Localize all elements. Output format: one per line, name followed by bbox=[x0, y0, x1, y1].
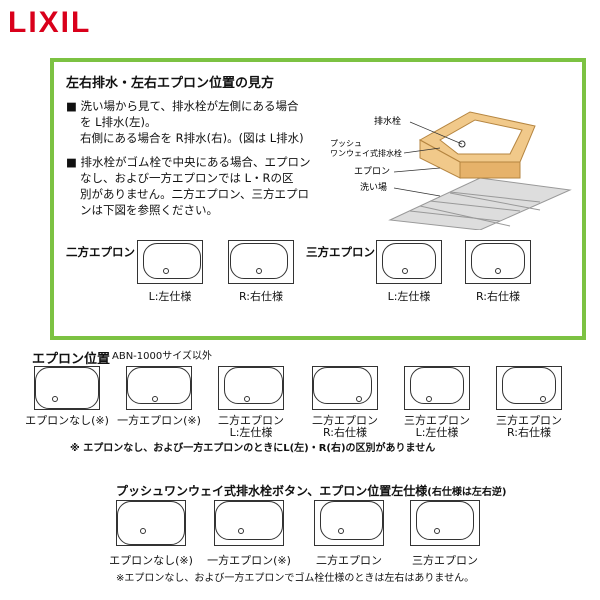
push-heading: プッシュワンウェイ式排水栓ボタン、エプロン位置左仕様(右仕様は左右逆) bbox=[116, 482, 506, 499]
position-tub-basin bbox=[313, 367, 372, 404]
label-floor: 洗い場 bbox=[360, 181, 387, 193]
bullet2-line: なし、および一方エプロンでは L・Rの区 bbox=[80, 171, 294, 185]
drain-icon bbox=[540, 396, 546, 402]
push-button-icon bbox=[434, 528, 440, 534]
drain-icon bbox=[244, 396, 250, 402]
position-tub-label: 三方エプロン bbox=[496, 414, 562, 427]
push-tub-basin bbox=[215, 501, 283, 540]
bullet1-line: を L排水(左)。 bbox=[80, 115, 157, 129]
position-tub-label: エプロンなし(※) bbox=[25, 414, 109, 427]
push-button-icon bbox=[238, 528, 244, 534]
drain-icon bbox=[426, 396, 432, 402]
push-tub-basin bbox=[320, 501, 383, 540]
label-push2: ワンウェイ式排水栓 bbox=[330, 148, 402, 158]
position-tub-basin bbox=[224, 367, 283, 404]
push-tub-basin bbox=[416, 501, 474, 540]
position-tub-spec: L:左仕様 bbox=[229, 426, 273, 439]
push-tub-label: 三方エプロン bbox=[412, 554, 478, 567]
position-heading: エプロン位置 bbox=[32, 352, 111, 367]
guide-spec-right: R:右仕様 bbox=[238, 290, 283, 303]
guide-spec-left: L:左仕様 bbox=[148, 290, 192, 303]
position-tub-label: 二方エプロン bbox=[312, 414, 378, 427]
guide-box bbox=[50, 58, 586, 340]
push-tub-label: 二方エプロン bbox=[316, 554, 382, 567]
position-tub-basin bbox=[502, 367, 556, 404]
label-push: プッシュ bbox=[330, 139, 362, 148]
guide-spec-right-3: R:右仕様 bbox=[475, 290, 520, 303]
tub-body bbox=[418, 111, 536, 179]
position-tub-basin bbox=[127, 367, 191, 404]
position-note: ※ エプロンなし、および一方エプロンのときにL(左)・R(右)の区別がありません bbox=[70, 443, 436, 454]
push-button-icon bbox=[140, 528, 146, 534]
guide-spec-left-3: L:左仕様 bbox=[387, 290, 431, 303]
guide-bullet-1: ■ 洗い場から見て、排水栓が左側にある場合 を L排水(左)。 右側にある場合を… bbox=[66, 98, 336, 146]
label-drain: 排水栓 bbox=[374, 115, 401, 127]
position-tub-spec: R:右仕様 bbox=[322, 426, 367, 439]
drain-icon bbox=[152, 396, 158, 402]
guide-title: 左右排水・左右エプロン位置の見方 bbox=[66, 76, 275, 91]
position-tub-label: 二方エプロン bbox=[218, 414, 284, 427]
bullet2-line: ■ 排水栓がゴム栓で中央にある場合、エプロン bbox=[66, 155, 311, 169]
two-apron-label: 二方エプロン bbox=[66, 245, 135, 259]
push-button-icon bbox=[338, 528, 344, 534]
three-apron-label: 三方エプロン bbox=[306, 245, 375, 259]
bullet1-line: ■ 洗い場から見て、排水栓が左側にある場合 bbox=[66, 99, 299, 113]
push-heading-main: プッシュワンウェイ式排水栓ボタン、エプロン位置左仕様 bbox=[116, 484, 428, 498]
bullet2-line: ンは下図を参照ください。 bbox=[80, 203, 218, 217]
position-tub-basin bbox=[410, 367, 464, 404]
drain-icon bbox=[52, 396, 58, 402]
position-tub-label: 三方エプロン bbox=[404, 414, 470, 427]
drain-icon bbox=[356, 396, 362, 402]
push-tub-label: 一方エプロン(※) bbox=[207, 554, 291, 567]
bullet1-line: 右側にある場合を R排水(右)。(図は L排水) bbox=[80, 131, 304, 145]
push-tub-basin bbox=[117, 501, 185, 545]
bathtub-diagram: 排水栓 プッシュ ワンウェイ式排水栓 エプロン 洗い場 bbox=[330, 111, 572, 230]
lixil-logo: LIXIL bbox=[8, 6, 92, 39]
position-subheading: ABN-1000サイズ以外 bbox=[112, 351, 212, 362]
floor-grid bbox=[388, 177, 572, 230]
position-tub-spec: L:左仕様 bbox=[415, 426, 459, 439]
guide-bullet-2: ■ 排水栓がゴム栓で中央にある場合、エプロン なし、および一方エプロンでは L・… bbox=[66, 154, 336, 218]
position-tub-basin bbox=[35, 367, 99, 409]
push-note: ※エプロンなし、および一方エプロンでゴム栓仕様のときは左右はありません。 bbox=[116, 573, 475, 584]
push-heading-sub: (右仕様は左右逆) bbox=[427, 487, 507, 498]
label-apron: エプロン bbox=[354, 166, 390, 177]
push-tub-label: エプロンなし(※) bbox=[109, 554, 193, 567]
position-tub-spec: R:右仕様 bbox=[506, 426, 551, 439]
bullet2-line: 別がありません。二方エプロン、三方エプロ bbox=[80, 187, 309, 201]
position-tub-label: 一方エプロン(※) bbox=[117, 414, 201, 427]
